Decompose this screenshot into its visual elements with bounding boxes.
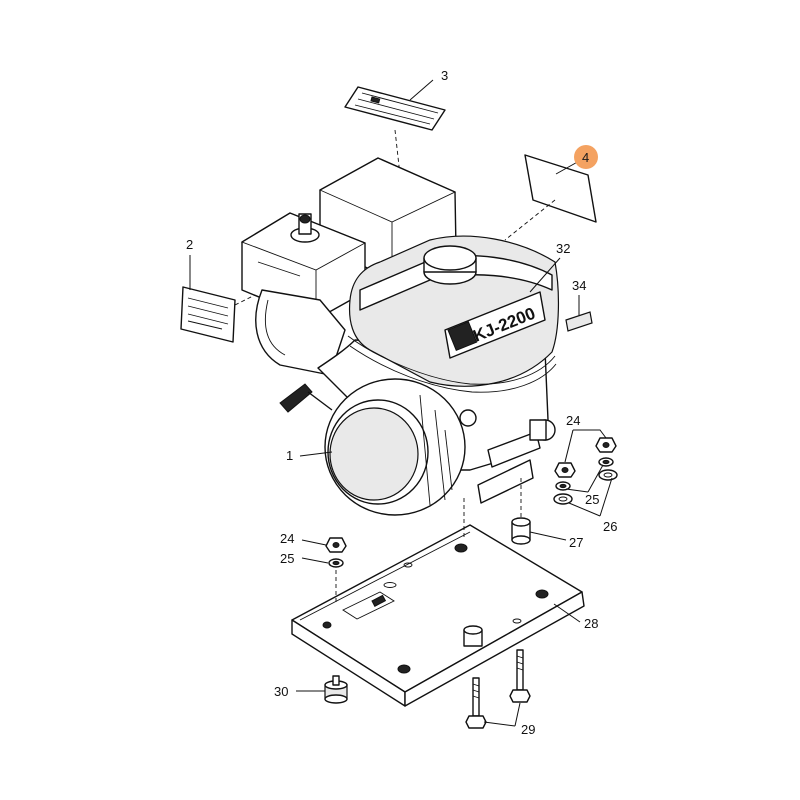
callout-4-highlight[interactable]: 4 [574,145,598,169]
part-26-flat-washer-right[interactable] [553,469,618,505]
callout-32[interactable]: 32 [556,241,570,256]
callout-30[interactable]: 30 [274,684,288,699]
part-30-rubber-foot[interactable] [324,675,348,704]
callout-28[interactable]: 28 [584,616,598,631]
part-29-bolt-left[interactable] [465,677,487,729]
part-25-lock-washer-right[interactable] [555,457,614,491]
part-24-nut-left[interactable] [325,537,347,553]
part-34-key[interactable] [565,311,593,332]
callout-3[interactable]: 3 [441,68,448,83]
callout-4[interactable]: 4 [582,150,589,165]
callout-27[interactable]: 27 [569,535,583,550]
callout-1[interactable]: 1 [286,448,293,463]
part-24-nut-right-lower[interactable] [554,462,576,478]
callout-34[interactable]: 34 [572,278,586,293]
callout-26[interactable]: 26 [603,519,617,534]
part-25-lock-washer-left[interactable] [328,558,344,568]
callout-25-left[interactable]: 25 [280,551,294,566]
part-28-base-plate[interactable] [291,524,585,707]
part-2-warning-decal[interactable] [180,286,236,343]
part-1-engine-assembly[interactable]: KJ-2200 [240,157,560,516]
part-24-nut-right-upper[interactable] [595,437,617,453]
part-29-bolt-right[interactable] [509,649,531,703]
callout-29[interactable]: 29 [521,722,535,737]
part-3-label-decal[interactable] [344,86,446,131]
callout-24-left[interactable]: 24 [280,531,294,546]
callout-25-right[interactable]: 25 [585,492,599,507]
callout-24-right[interactable]: 24 [566,413,580,428]
leader-lines [189,79,613,727]
part-27-rubber-mount[interactable] [511,517,531,545]
callout-2[interactable]: 2 [186,237,193,252]
